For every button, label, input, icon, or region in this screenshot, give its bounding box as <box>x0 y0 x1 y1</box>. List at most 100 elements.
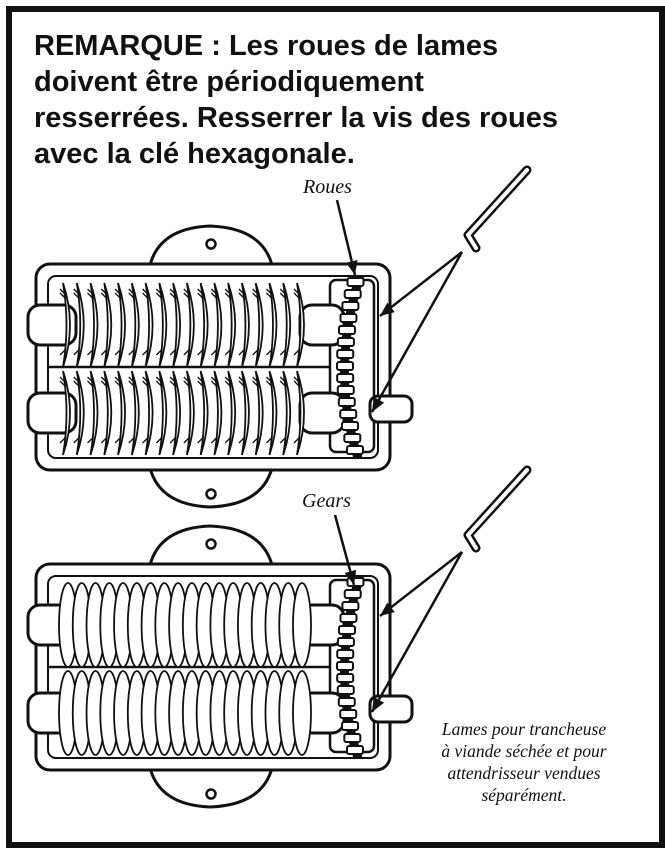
gear-tooth <box>346 277 365 287</box>
note-line-2: doivent être périodiquement <box>34 66 424 98</box>
tender-blade-teeth <box>293 288 301 356</box>
tender-blade <box>172 370 182 456</box>
blade-roller-1 <box>26 582 346 668</box>
hex-key-icon <box>463 465 532 553</box>
tender-blade <box>130 282 140 368</box>
tender-blade-teeth <box>238 376 246 444</box>
tender-blade-teeth <box>100 288 108 356</box>
tender-blade <box>199 282 209 368</box>
gear-tooth <box>336 661 355 671</box>
tender-blade <box>185 282 195 368</box>
tender-blade-teeth <box>73 376 81 444</box>
arrow-to-gear-lower-head <box>372 396 385 412</box>
tender-blade-teeth <box>155 288 163 356</box>
mount-hole-bottom <box>205 488 217 500</box>
blade-assembly-illustration <box>26 165 532 809</box>
tender-blade <box>117 370 126 456</box>
mount-tab-bottom <box>148 766 274 809</box>
gear-tooth <box>341 601 360 611</box>
tender-blade-teeth <box>114 288 122 356</box>
tender-blade-teeth <box>128 376 136 444</box>
arrow-to-gear-lower-head <box>372 696 385 712</box>
arrow-to-gear-lower <box>370 551 464 713</box>
gear-tooth <box>336 361 355 371</box>
tender-blade <box>227 282 237 368</box>
gear-tooth <box>337 625 356 635</box>
gear-tooth <box>343 433 362 443</box>
tender-blade-teeth <box>87 376 94 444</box>
gear-tooth <box>339 613 358 623</box>
note-line-3: resserrées. Resserrer la vis des roues <box>34 102 558 134</box>
sold-separately-caption: Lames pour trancheuse à viande séchée et… <box>398 718 650 806</box>
tender-blade <box>172 282 182 368</box>
gear-tooth <box>343 289 362 299</box>
tender-blade-teeth <box>252 288 260 356</box>
tender-blade <box>199 370 209 456</box>
tender-blade-teeth <box>224 288 232 356</box>
tender-blade-teeth <box>183 288 191 356</box>
tender-blade <box>103 370 113 456</box>
gear-tooth <box>341 301 360 311</box>
tender-blade <box>254 370 264 456</box>
arrow-to-gear-upper-head <box>380 602 395 616</box>
hex-key-fill <box>466 468 529 550</box>
tender-blade-teeth <box>224 376 232 444</box>
label-roues: Roues <box>303 176 352 198</box>
tender-blade-teeth <box>128 288 136 356</box>
gear-tooth <box>345 445 364 455</box>
gear-tooth <box>336 373 355 383</box>
note-line-4: avec la clé hexagonale. <box>34 138 355 170</box>
tender-blade-teeth <box>266 376 273 444</box>
tender-blade <box>241 370 250 456</box>
tender-blade <box>296 282 305 368</box>
gear-tooth <box>336 673 355 683</box>
caption-line-4: séparément. <box>481 785 567 805</box>
arrow-to-gear-upper <box>379 551 463 617</box>
tender-blade-teeth <box>169 288 177 356</box>
tender-blade <box>296 370 305 456</box>
roller-end-left <box>26 391 78 435</box>
blade-roller-2 <box>26 670 346 756</box>
tender-blade-teeth <box>142 376 150 444</box>
mount-hole-top <box>205 538 217 550</box>
gear-tooth <box>345 745 364 755</box>
tender-blade-teeth <box>114 376 122 444</box>
tender-blade <box>241 282 250 368</box>
tender-blade <box>75 282 85 368</box>
tender-blade-teeth <box>73 288 81 356</box>
tender-blade-teeth <box>155 376 163 444</box>
tender-blade <box>282 370 292 456</box>
gear-tooth <box>337 325 356 335</box>
gear-tooth <box>339 709 358 719</box>
tender-blade-teeth <box>169 376 177 444</box>
gear-tooth <box>339 409 358 419</box>
tender-blade <box>62 370 71 456</box>
tender-blade <box>117 282 126 368</box>
tender-blade <box>213 370 223 456</box>
roller-end-right <box>298 391 346 435</box>
tender-blade-teeth <box>293 376 301 444</box>
tender-blade-teeth <box>142 288 150 356</box>
tender-blade <box>89 370 99 456</box>
gear-tooth <box>336 685 355 695</box>
tender-blade-teeth <box>197 288 205 356</box>
tender-blade <box>103 282 113 368</box>
gear-icon <box>336 574 365 760</box>
arrow-to-gear-upper-head <box>380 302 395 316</box>
tender-blade-teeth <box>252 376 260 444</box>
arrow-to-gear-upper <box>379 251 463 317</box>
tender-blade-teeth <box>183 376 191 444</box>
tender-blade-teeth <box>279 376 287 444</box>
note-line-1: REMARQUE : Les roues de lames <box>34 30 499 62</box>
tender-blade-teeth <box>59 288 67 356</box>
gear-tooth <box>336 649 355 659</box>
tender-blade <box>130 370 140 456</box>
hex-key-fill <box>466 168 529 250</box>
gear-tooth <box>341 721 360 731</box>
gear-tooth <box>339 313 358 323</box>
tender-blade <box>227 370 237 456</box>
mount-tab-bottom <box>148 466 274 509</box>
tender-blade <box>89 282 99 368</box>
top-assembly <box>26 165 532 509</box>
hex-key-icon <box>463 165 532 253</box>
